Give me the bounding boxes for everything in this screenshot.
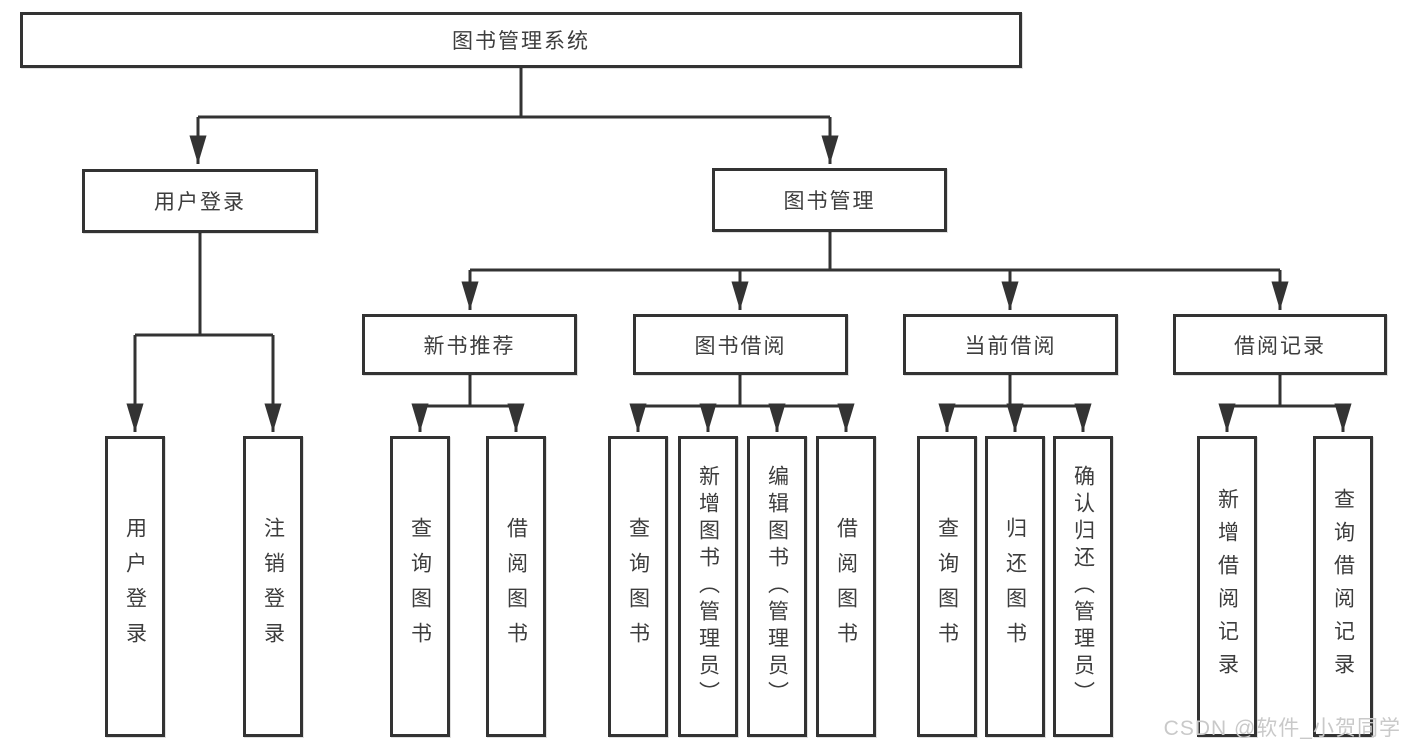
leaf-query-books-current: 查询图书	[917, 436, 977, 737]
leaf-query-books-newbook: 查询图书	[390, 436, 450, 737]
node-root-system: 图书管理系统	[20, 12, 1022, 68]
node-new-book-recommendation: 新书推荐	[362, 314, 577, 375]
node-current-borrowing: 当前借阅	[903, 314, 1118, 375]
leaf-return-books: 归还图书	[985, 436, 1045, 737]
leaf-confirm-return-admin: 确认归还（管理员）	[1053, 436, 1113, 737]
leaf-logout: 注销登录	[243, 436, 303, 737]
leaf-query-borrow-record: 查询借阅记录	[1313, 436, 1373, 737]
leaf-edit-books-admin: 编辑图书（管理员）	[747, 436, 807, 737]
leaf-query-books-borrowing: 查询图书	[608, 436, 668, 737]
leaf-user-login: 用户登录	[105, 436, 165, 737]
node-borrowing-records: 借阅记录	[1173, 314, 1387, 375]
node-user-login: 用户登录	[82, 169, 318, 233]
leaf-add-books-admin: 新增图书（管理员）	[678, 436, 738, 737]
leaf-borrow-books-borrowing: 借阅图书	[816, 436, 876, 737]
node-book-borrowing: 图书借阅	[633, 314, 848, 375]
node-book-management: 图书管理	[712, 168, 947, 232]
csdn-watermark: CSDN @软件_小贺同学	[1163, 717, 1401, 740]
leaf-add-borrow-record: 新增借阅记录	[1197, 436, 1257, 737]
leaf-borrow-books-newbook: 借阅图书	[486, 436, 546, 737]
